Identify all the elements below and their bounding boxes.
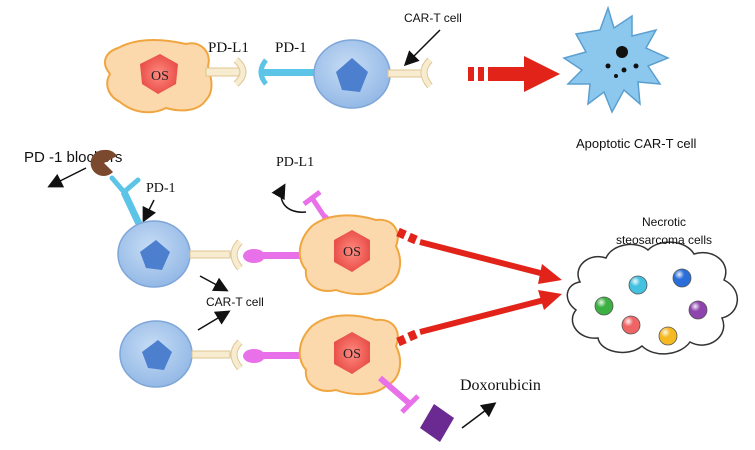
label-cart-mid: CAR-T cell [206,295,264,309]
necrotic-cell-shine [659,327,677,345]
label-necrotic-2: steosarcoma cells [616,233,712,247]
necrotic-cell-shine [622,316,640,334]
necrotic-cell-shine [629,276,647,294]
arrow-doxorubicin [461,402,497,429]
label-necrotic-1: Necrotic [642,215,686,229]
car-receptor-mid [189,239,243,271]
antigen-mid [243,249,308,263]
pdl1-receptor-top [205,57,247,87]
necrotic-cell-shine [673,269,691,287]
label-pd1-mid: PD-1 [146,181,176,196]
os-label-top: OS [151,69,169,84]
label-doxorubicin: Doxorubicin [460,377,541,394]
necrotic-cell-shine [689,301,707,319]
label-pd1-top: PD-1 [275,40,307,56]
red-arrow-middle [396,227,562,284]
os-cell-middle: OS [298,214,402,296]
necrotic-cell-shine [595,297,613,315]
arrow-cart-top [403,29,441,67]
pd1-receptor-mid [109,175,144,228]
car-receptor-bottom [191,339,243,371]
label-apoptotic: Apoptotic CAR-T cell [576,136,697,151]
red-arrow-bottom [396,290,562,347]
label-pdl1-mid: PD-L1 [276,155,314,170]
pdl1-receptor-bottom [378,375,420,414]
label-cart-top: CAR-T cell [404,11,462,25]
t-cell-bottom [119,320,193,388]
arrow-cart-mid-2 [197,310,231,331]
car-receptor-top [387,57,433,89]
os-label-bottom: OS [343,347,361,362]
doxorubicin-shape [420,404,454,442]
os-label-mid: OS [343,245,361,260]
os-cell-top: OS [103,39,213,114]
arrow-pd1-mid [142,199,157,223]
apoptotic-cart-cell [562,5,670,114]
red-arrow-top [468,56,560,92]
arrow-blockers [47,167,87,188]
arrow-pdl1-mid [271,183,307,213]
necrotic-cells [594,268,708,346]
t-cell-top [313,39,391,109]
necrotic-cloud [566,241,739,355]
arrow-cart-mid-1 [199,275,229,292]
t-cell-middle [117,220,191,288]
antigen-bottom [243,349,306,363]
pd1-blocker-shape [90,149,117,176]
pd1-receptor-top [258,58,318,86]
label-pdl1-top: PD-L1 [208,40,249,56]
